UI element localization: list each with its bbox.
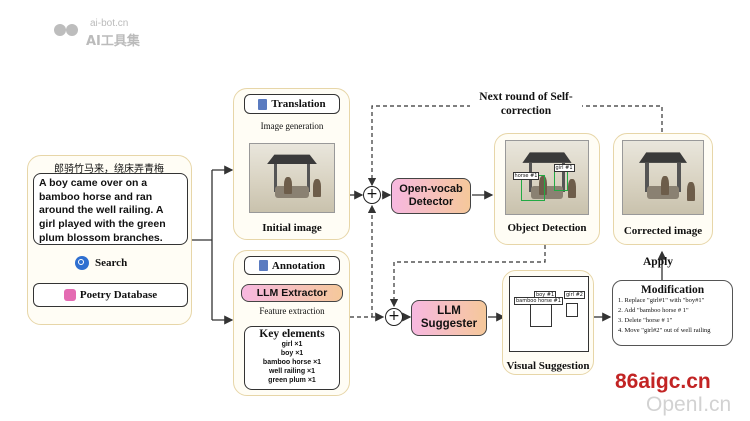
chinese-poem-text: 郎骑竹马来，绕床弄青梅	[54, 164, 164, 175]
watermark-logo-icon	[52, 20, 80, 40]
object-detection-image: girl #1 horse #1	[505, 140, 589, 215]
key-elements-title: Key elements	[259, 328, 325, 340]
next-round-label: Next round of Self-correction	[470, 90, 582, 119]
poetry-database-box: Poetry Database	[33, 283, 188, 307]
key-element-item: girl ×1	[281, 341, 303, 348]
feature-extraction-label: Feature extraction	[259, 306, 325, 316]
key-element-item: green plum ×1	[268, 377, 316, 384]
visual-suggestion-canvas: boy #1 bamboo horse #1 girl #2	[509, 276, 589, 352]
suggestion-label: girl #2	[564, 291, 585, 299]
search-row: Search	[75, 256, 127, 270]
suggestion-label: bamboo horse #1	[514, 297, 563, 305]
watermark-bottom-line1: 86aigc.cn	[615, 370, 711, 393]
database-icon	[63, 289, 76, 301]
modification-item: 2. Add "bamboo horse # 1"	[618, 307, 689, 314]
document-icon	[258, 98, 268, 110]
corrected-image-caption: Corrected image	[623, 225, 703, 237]
modification-item: 4. Move "girl#2" out of well railing	[618, 327, 711, 334]
visual-suggestion-caption: Visual Suggestion	[506, 360, 590, 372]
english-poem-box: A boy came over on a bamboo horse and ra…	[33, 173, 188, 245]
apply-label: Apply	[643, 256, 674, 268]
llm-suggester-box: LLM Suggester	[411, 300, 487, 336]
detection-label: horse #1	[512, 171, 540, 180]
key-element-item: bamboo horse ×1	[262, 359, 322, 366]
document-icon	[258, 260, 268, 271]
detection-label: girl #1	[553, 164, 575, 173]
open-vocab-detector-box: Open-vocab Detector	[391, 178, 471, 214]
poetry-database-label: Poetry Database	[79, 289, 158, 301]
modification-box: Modification 1. Replace "girl#1" with "b…	[612, 280, 733, 346]
search-label: Search	[95, 257, 128, 269]
watermark-top-line1: ai-bot.cn	[90, 18, 129, 29]
watermark-top-line2: AI工具集	[86, 34, 140, 49]
key-elements-box: Key elements girl ×1 boy ×1 bamboo horse…	[244, 326, 340, 390]
watermark-bottom-line2: OpenI.cn	[646, 393, 732, 416]
llm-suggester-label: LLM Suggester	[420, 304, 478, 330]
english-poem-text: A boy came over on a bamboo horse and ra…	[39, 177, 166, 244]
modification-item: 1. Replace "girl#1" with "boy#1"	[618, 297, 705, 304]
initial-image-caption: Initial image	[262, 222, 322, 234]
initial-image	[249, 143, 335, 213]
annotation-label: Annotation	[271, 259, 326, 272]
annotation-box: Annotation	[244, 256, 340, 275]
llm-extractor-label: LLM Extractor	[256, 286, 328, 299]
key-element-item: well railing ×1	[268, 368, 316, 375]
suggestion-bbox	[566, 303, 578, 317]
modification-title: Modification	[640, 284, 705, 296]
translation-label: Translation	[271, 98, 326, 110]
object-detection-caption: Object Detection	[507, 222, 587, 234]
combine-plus-icon: +	[385, 308, 403, 326]
search-icon	[75, 256, 89, 270]
translation-box: Translation	[244, 94, 340, 114]
key-element-item: boy ×1	[280, 350, 304, 357]
open-vocab-detector-label: Open-vocab Detector	[399, 183, 463, 208]
corrected-image	[622, 140, 704, 215]
suggestion-bbox	[530, 303, 552, 327]
image-generation-label: Image generation	[260, 121, 324, 131]
modification-item: 3. Delete "horse # 1"	[618, 317, 673, 324]
llm-extractor-box: LLM Extractor	[241, 284, 343, 302]
combine-plus-icon: +	[363, 186, 381, 204]
